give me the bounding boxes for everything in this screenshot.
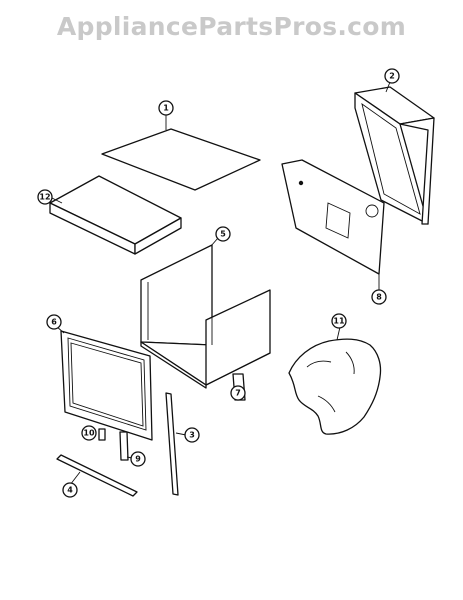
callout-8: 8 — [371, 289, 387, 305]
callout-1-label: 1 — [163, 104, 169, 113]
callout-4: 4 — [62, 482, 78, 498]
part-8-back-panel — [281, 159, 385, 292]
part-5-wrapper — [140, 237, 271, 389]
callout-11: 11 — [331, 313, 347, 329]
callout-9: 9 — [130, 451, 146, 467]
part-1-top-sheet — [101, 114, 261, 191]
callout-2-label: 2 — [389, 72, 395, 81]
callout-8-label: 8 — [376, 293, 382, 302]
callout-10-label: 10 — [83, 429, 95, 438]
part-2-frame — [354, 81, 435, 225]
callout-7: 7 — [230, 385, 246, 401]
callout-12: 12 — [37, 189, 53, 205]
site-watermark: AppliancePartsPros.com — [56, 12, 407, 41]
part-11-insulation-blanket — [288, 326, 382, 435]
callout-1: 1 — [158, 100, 174, 116]
callout-6-label: 6 — [51, 318, 57, 327]
callout-4-label: 4 — [67, 486, 73, 495]
callout-5-label: 5 — [220, 230, 226, 239]
callout-12-label: 12 — [39, 193, 50, 202]
callout-6: 6 — [46, 314, 62, 330]
callout-5: 5 — [215, 226, 231, 242]
part-10-clip — [98, 428, 106, 441]
callout-10: 10 — [81, 425, 97, 441]
callout-7-label: 7 — [235, 389, 241, 398]
callout-3: 3 — [184, 427, 200, 443]
part-3-trim-strip — [165, 392, 187, 496]
callout-2: 2 — [384, 68, 400, 84]
callout-9-label: 9 — [135, 455, 141, 464]
callout-11-label: 11 — [333, 317, 345, 326]
part-6-door-frame — [55, 325, 153, 441]
callout-3-label: 3 — [189, 431, 195, 440]
part-12-insulation-pad — [49, 175, 182, 255]
